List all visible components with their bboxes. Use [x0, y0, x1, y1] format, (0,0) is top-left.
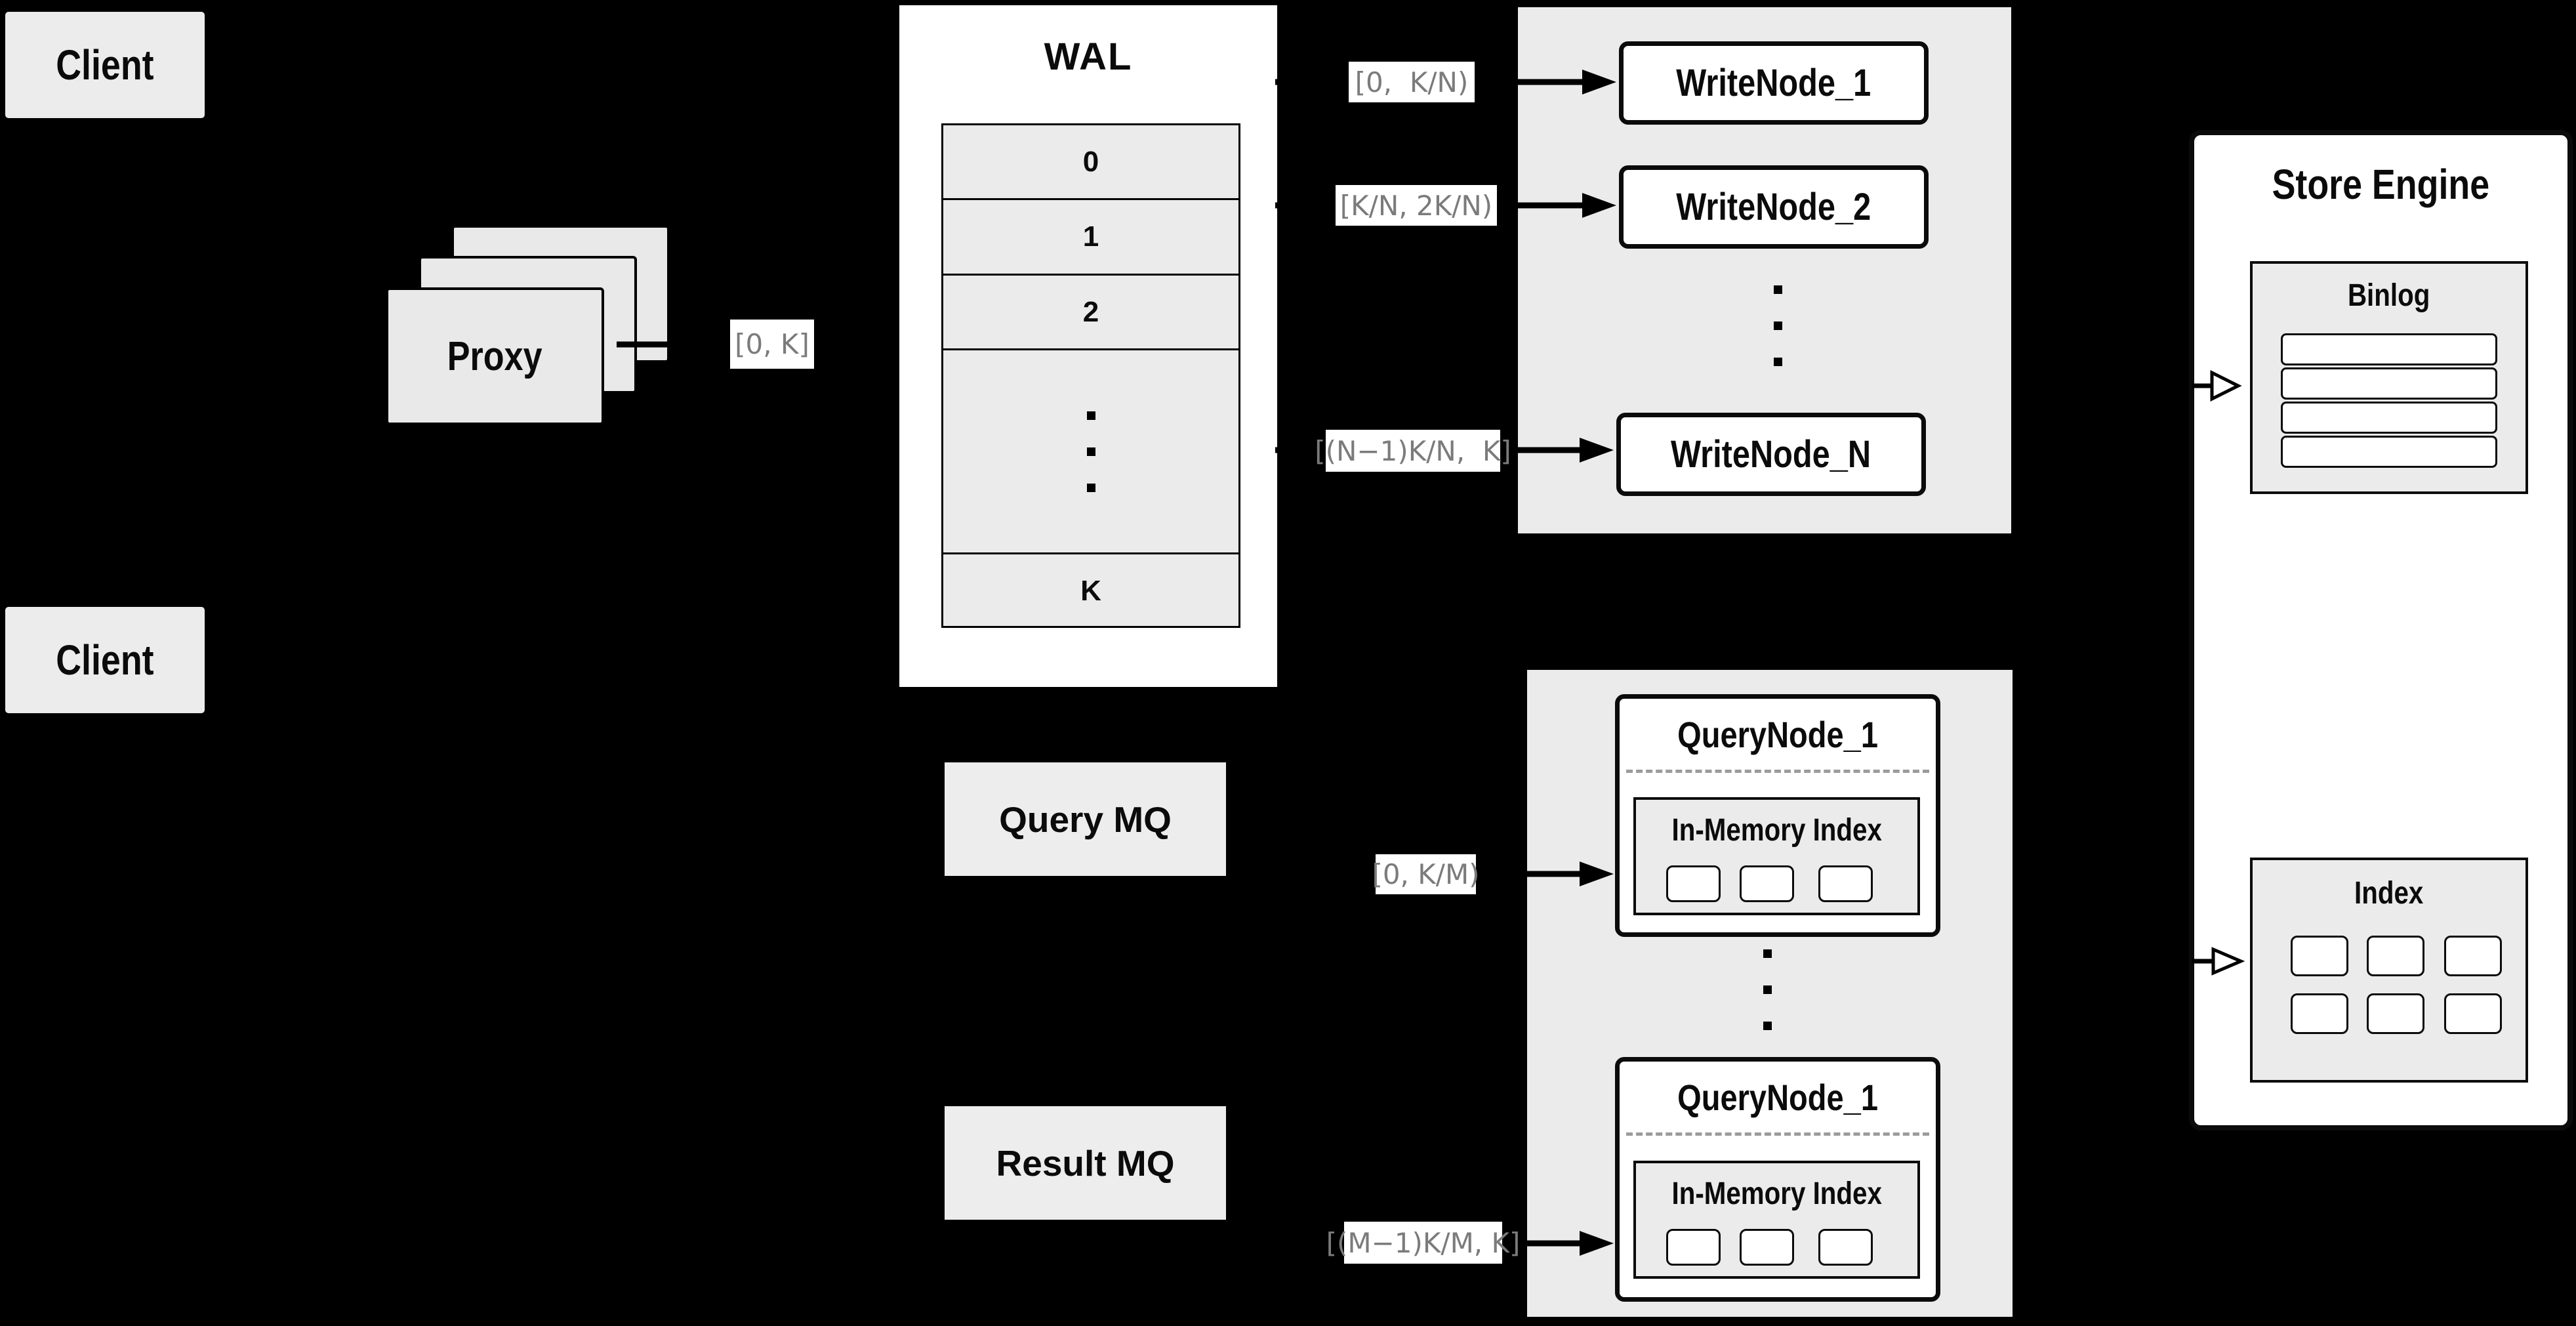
index-segment: [1666, 865, 1721, 902]
binlog-title-row: Binlog: [2253, 264, 2525, 327]
range-label-write-1: [0, K/N): [1349, 62, 1475, 102]
write-node-n: WriteNode_N: [1616, 413, 1926, 496]
index-segment: [1666, 1229, 1721, 1266]
query-node-top-title: QueryNode_1: [1677, 713, 1878, 755]
write-node-2: WriteNode_2: [1619, 165, 1929, 249]
binlog-row: [2281, 367, 2497, 400]
write-node-1: WriteNode_1: [1619, 41, 1929, 125]
in-memory-index-bottom-title-row: In-Memory Index: [1636, 1163, 1917, 1224]
proxy-card-front: Proxy: [386, 287, 604, 425]
wal-slot-2: 2: [1082, 295, 1099, 328]
write-node-group: WriteNode_1 WriteNode_2 WriteNode_N: [1514, 3, 2015, 537]
wal-row-0: 0: [943, 125, 1238, 200]
in-memory-index-bottom-title: In-Memory Index: [1671, 1176, 1882, 1211]
proxy-label: Proxy: [447, 333, 542, 379]
index-segment: [1818, 865, 1873, 902]
range-label-query-m-text: [(M−1)K/M, K]: [1326, 1226, 1521, 1259]
binlog-row: [2281, 333, 2497, 365]
query-node-bottom-title-row: QueryNode_1: [1620, 1062, 1936, 1132]
wal-row-2: 2: [943, 276, 1238, 350]
client-box-bottom: Client: [3, 605, 207, 715]
wal-row-k: K: [943, 554, 1238, 628]
client-bottom-label: Client: [56, 636, 154, 684]
query-mq-label: Query MQ: [999, 798, 1172, 840]
store-engine-panel: Store Engine Binlog Index: [2189, 130, 2573, 1130]
range-label-write-n: [(N−1)K/N, K]: [1315, 430, 1511, 472]
in-memory-index-top: In-Memory Index: [1633, 797, 1920, 915]
query-node-top-divider: [1626, 770, 1929, 773]
store-engine-title-row: Store Engine: [2194, 135, 2567, 234]
index-segment: [1818, 1229, 1873, 1266]
query-mq-box: Query MQ: [945, 762, 1226, 876]
query-node-top-title-row: QueryNode_1: [1620, 699, 1936, 770]
proxy-stack: Proxy: [384, 223, 672, 428]
index-segment: [1740, 1229, 1794, 1266]
range-label-write-2-text: [K/N, 2K/N): [1339, 189, 1493, 222]
query-node-group: QueryNode_1 In-Memory Index QueryNode_1: [1523, 666, 2016, 1321]
wal-row-1: 1: [943, 200, 1238, 276]
index-box: Index: [2250, 858, 2528, 1083]
index-cell: [2367, 993, 2424, 1034]
binlog-row: [2281, 402, 2497, 434]
query-node-bottom-divider: [1626, 1132, 1929, 1136]
index-title-row: Index: [2253, 860, 2525, 926]
binlog-title: Binlog: [2348, 278, 2430, 313]
range-label-write-1-text: [0, K/N): [1355, 66, 1469, 98]
result-mq-box: Result MQ: [945, 1106, 1226, 1220]
range-label-query-1: [0, K/M): [1372, 854, 1480, 894]
write-node-2-label: WriteNode_2: [1676, 186, 1871, 228]
range-label-query-1-text: [0, K/M): [1372, 858, 1480, 890]
hollow-arrow-to-binlog: [2192, 369, 2242, 402]
query-group-dots: [1763, 949, 1772, 1030]
range-label-proxy-wal: [0, K]: [730, 320, 814, 369]
query-node-top: QueryNode_1 In-Memory Index: [1615, 694, 1940, 937]
index-cell: [2444, 993, 2502, 1034]
binlog-box: Binlog: [2250, 261, 2528, 494]
store-engine-title: Store Engine: [2272, 161, 2490, 208]
wal-title-text: WAL: [1044, 35, 1133, 78]
write-node-n-label: WriteNode_N: [1671, 433, 1871, 476]
range-label-write-n-text: [(N−1)K/N, K]: [1315, 434, 1511, 467]
wal-row-dots: [943, 350, 1238, 554]
range-label-query-m: [(M−1)K/M, K]: [1326, 1222, 1520, 1264]
query-node-bottom-title: QueryNode_1: [1677, 1076, 1878, 1118]
index-cell: [2291, 936, 2348, 976]
client-box-top: Client: [3, 10, 207, 120]
wal-slot-1: 1: [1082, 220, 1099, 253]
range-label-proxy-wal-text: [0, K]: [735, 328, 809, 360]
client-top-label: Client: [56, 41, 154, 89]
index-title: Index: [2354, 875, 2424, 911]
query-node-bottom: QueryNode_1 In-Memory Index: [1615, 1057, 1940, 1302]
index-segment: [1740, 865, 1794, 902]
range-label-write-2: [K/N, 2K/N): [1336, 185, 1497, 226]
in-memory-index-bottom: In-Memory Index: [1633, 1161, 1920, 1279]
wal-slot-0: 0: [1082, 145, 1099, 178]
wal-title: WAL: [899, 30, 1277, 83]
write-node-1-label: WriteNode_1: [1676, 62, 1871, 104]
index-cell: [2444, 936, 2502, 976]
index-cell: [2291, 993, 2348, 1034]
write-group-dots: [1774, 285, 1782, 366]
wal-panel: WAL 0 1 2 K: [897, 3, 1279, 689]
in-memory-index-top-title: In-Memory Index: [1671, 812, 1882, 848]
index-cell: [2367, 936, 2424, 976]
result-mq-label: Result MQ: [996, 1142, 1175, 1184]
in-memory-index-top-title-row: In-Memory Index: [1636, 800, 1917, 860]
wal-ellipsis-dots: [1086, 411, 1095, 492]
wal-slot-k: K: [1080, 575, 1101, 607]
binlog-row: [2281, 436, 2497, 468]
hollow-arrow-to-index: [2192, 947, 2245, 976]
wal-table: 0 1 2 K: [941, 123, 1240, 628]
